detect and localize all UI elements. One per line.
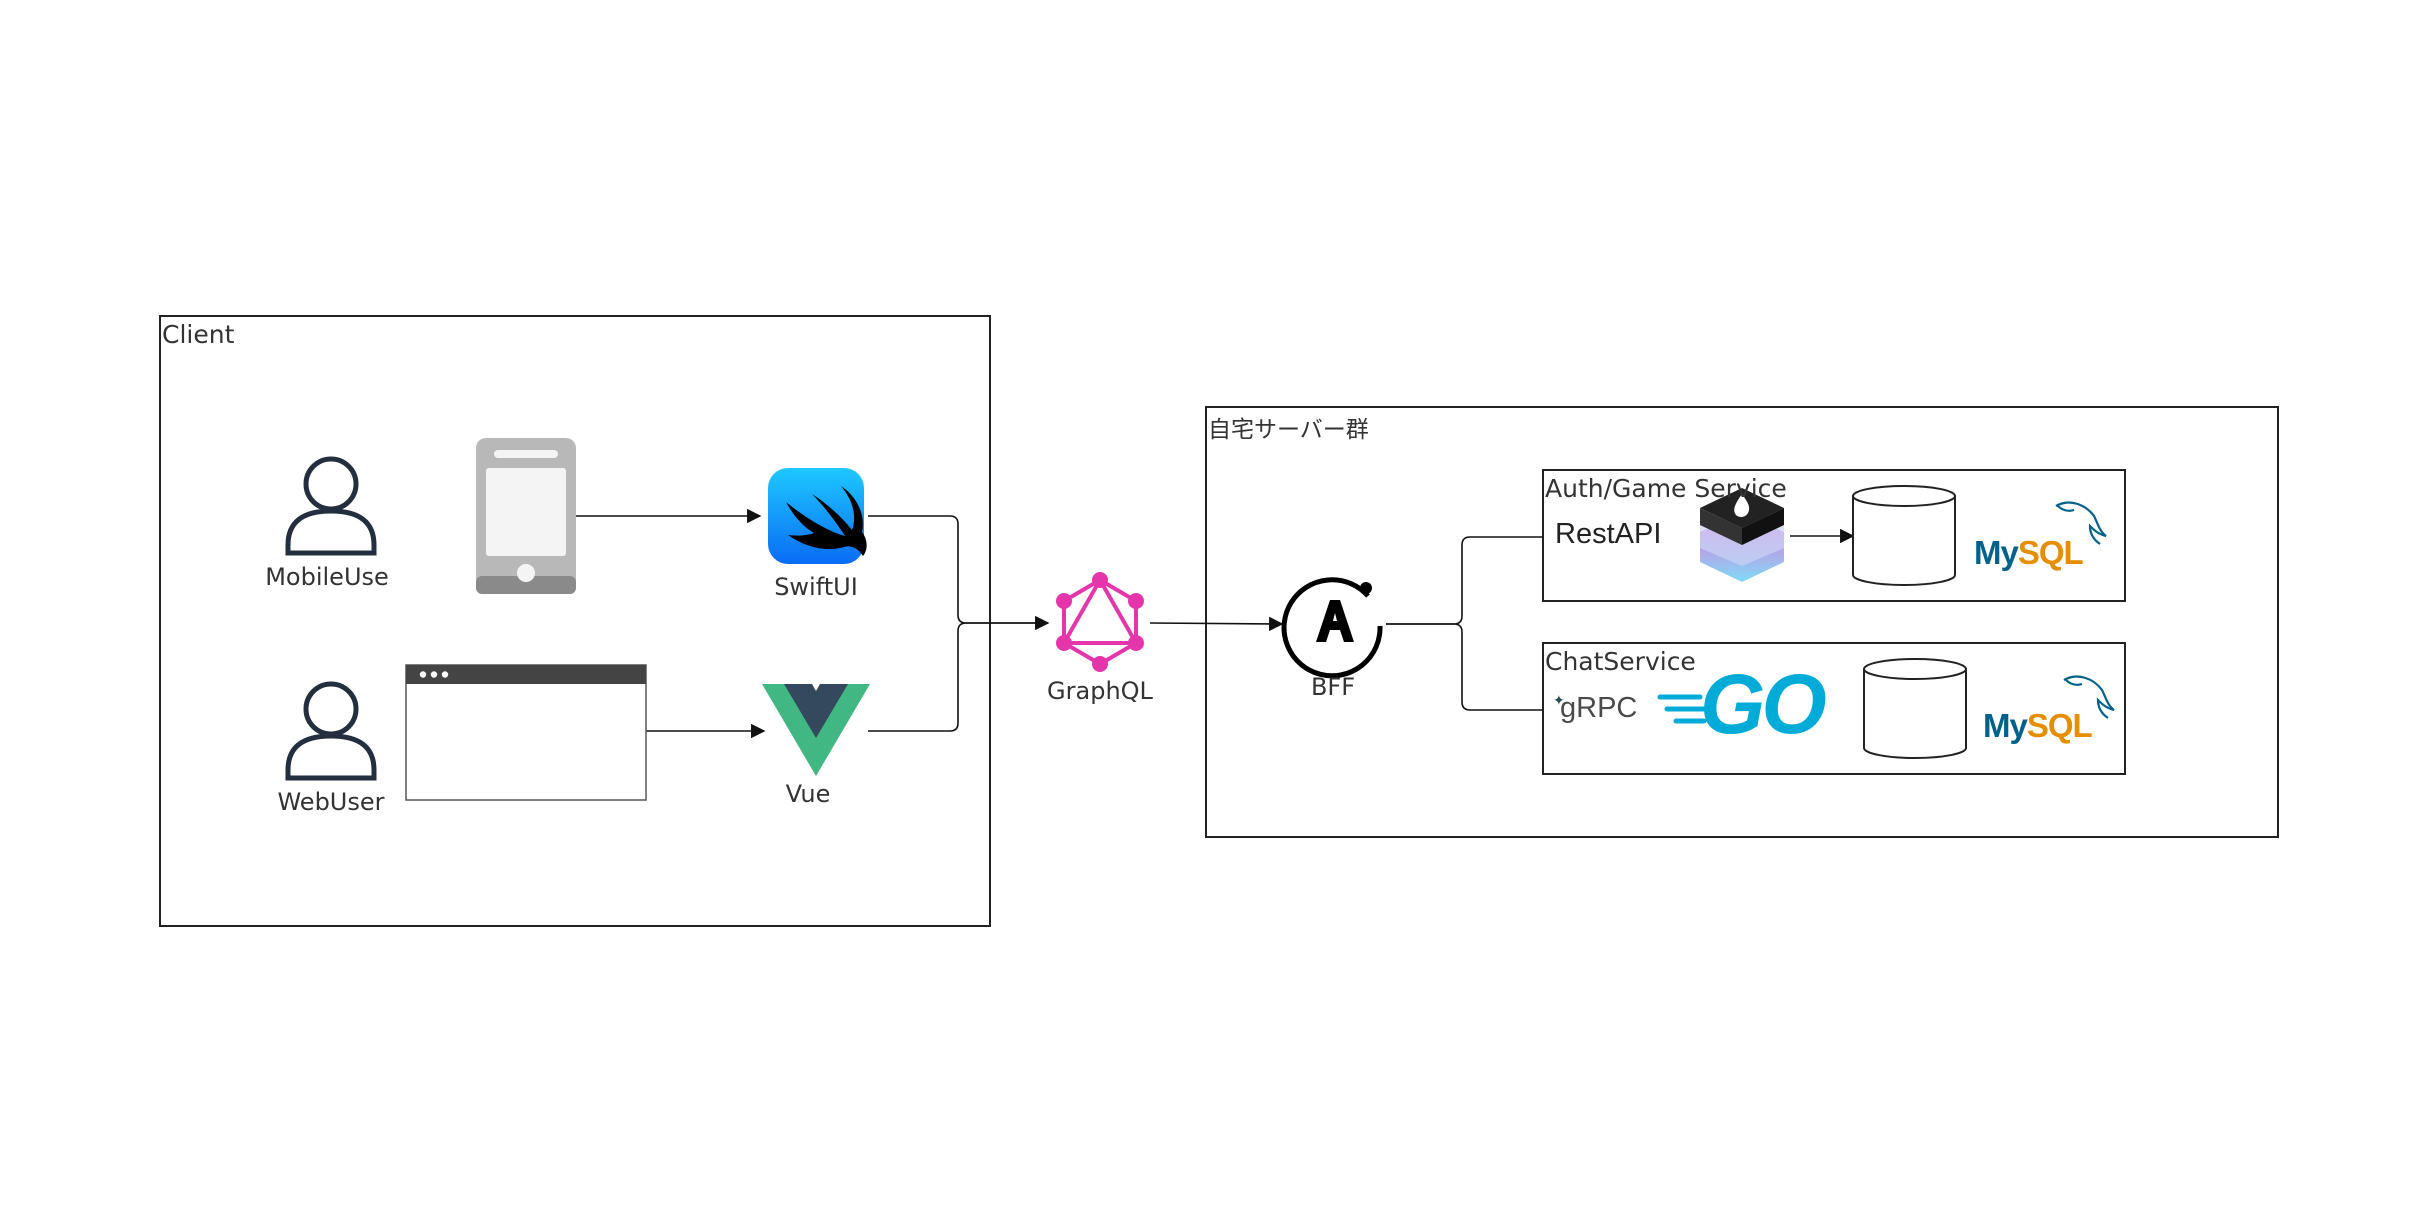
- vue-label: Vue: [785, 780, 831, 808]
- swift-icon: [768, 468, 867, 564]
- connectors: [576, 508, 1855, 739]
- person-icon: [285, 681, 377, 781]
- browser-window-icon: [405, 664, 647, 801]
- client-group: [159, 315, 991, 927]
- database-cylinder-icon: [1852, 485, 1956, 586]
- graphql-logo-icon: [1056, 572, 1144, 672]
- mobile-user-label: MobileUse: [265, 563, 389, 591]
- auth-service-group-title: Auth/Game Service: [1545, 474, 1787, 503]
- mysql-logo-icon: [2063, 675, 2115, 719]
- bff-label: BFF: [1310, 673, 1356, 701]
- edge-bff-chat: [1386, 623, 1543, 711]
- go-logo: GO: [1700, 657, 1827, 751]
- home-server-group: [1205, 406, 2279, 838]
- go-speed-lines: [1657, 694, 1715, 724]
- mysql-logo-text: MySQL: [1983, 707, 2093, 744]
- edge-graphql-bff: [1149, 616, 1284, 632]
- vue-logo-icon: [762, 684, 870, 776]
- client-group-title: Client: [162, 320, 235, 349]
- edge-swiftui-graphql: [868, 515, 1050, 631]
- mysql-logo-icon: [2055, 501, 2107, 545]
- apollo-logo-icon: [1281, 577, 1383, 679]
- grpc-sparkle-icon: ✦: [1553, 693, 1565, 709]
- swiftui-label: SwiftUI: [774, 573, 858, 601]
- mysql-logo-text: MySQL: [1974, 534, 2084, 571]
- restapi-label: RestAPI: [1555, 518, 1662, 550]
- database-cylinder-icon: [1863, 658, 1967, 759]
- auth-service-group: [1542, 469, 2126, 602]
- graphql-label: GraphQL: [1047, 677, 1153, 705]
- grpc-label: gRPC: [1560, 692, 1638, 724]
- edge-bff-auth: [1386, 536, 1543, 625]
- web-user-label: WebUser: [277, 788, 385, 816]
- hexagon-stack-logo-icon: [1700, 488, 1784, 582]
- mobile-phone-icon: [476, 438, 576, 594]
- edge-vue-graphql: [868, 622, 1048, 732]
- chat-service-group: [1542, 642, 2126, 775]
- chat-service-group-title: ChatService: [1545, 647, 1696, 676]
- home-server-group-title: 自宅サーバー群: [1208, 417, 1369, 443]
- person-icon: [285, 456, 377, 556]
